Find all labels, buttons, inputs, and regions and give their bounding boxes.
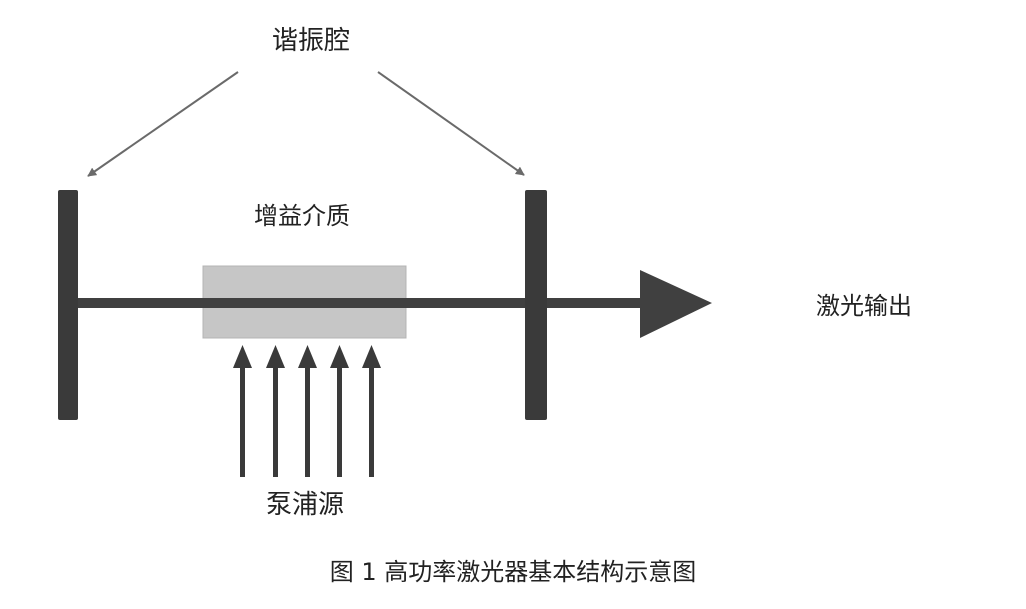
- pump-arrow: [233, 345, 252, 477]
- pump-arrow: [330, 345, 349, 477]
- cavity-label: 谐振腔: [272, 26, 351, 56]
- laser-beam: [70, 298, 645, 308]
- pump-source-label: 泵浦源: [266, 490, 345, 520]
- output-arrowhead: [640, 270, 712, 338]
- right-mirror: [525, 190, 547, 420]
- pump-arrows: [233, 345, 381, 477]
- figure-caption: 图 1 高功率激光器基本结构示意图: [329, 558, 697, 586]
- pump-arrow: [266, 345, 285, 477]
- left-mirror: [58, 190, 78, 420]
- cavity-pointer-arrow-right: [377, 71, 525, 176]
- pump-arrow: [298, 345, 317, 477]
- cavity-pointer-arrow-left: [87, 71, 239, 177]
- pump-arrow: [362, 345, 381, 477]
- gain-medium-label: 增益介质: [254, 202, 350, 230]
- laser-output-label: 激光输出: [816, 292, 912, 320]
